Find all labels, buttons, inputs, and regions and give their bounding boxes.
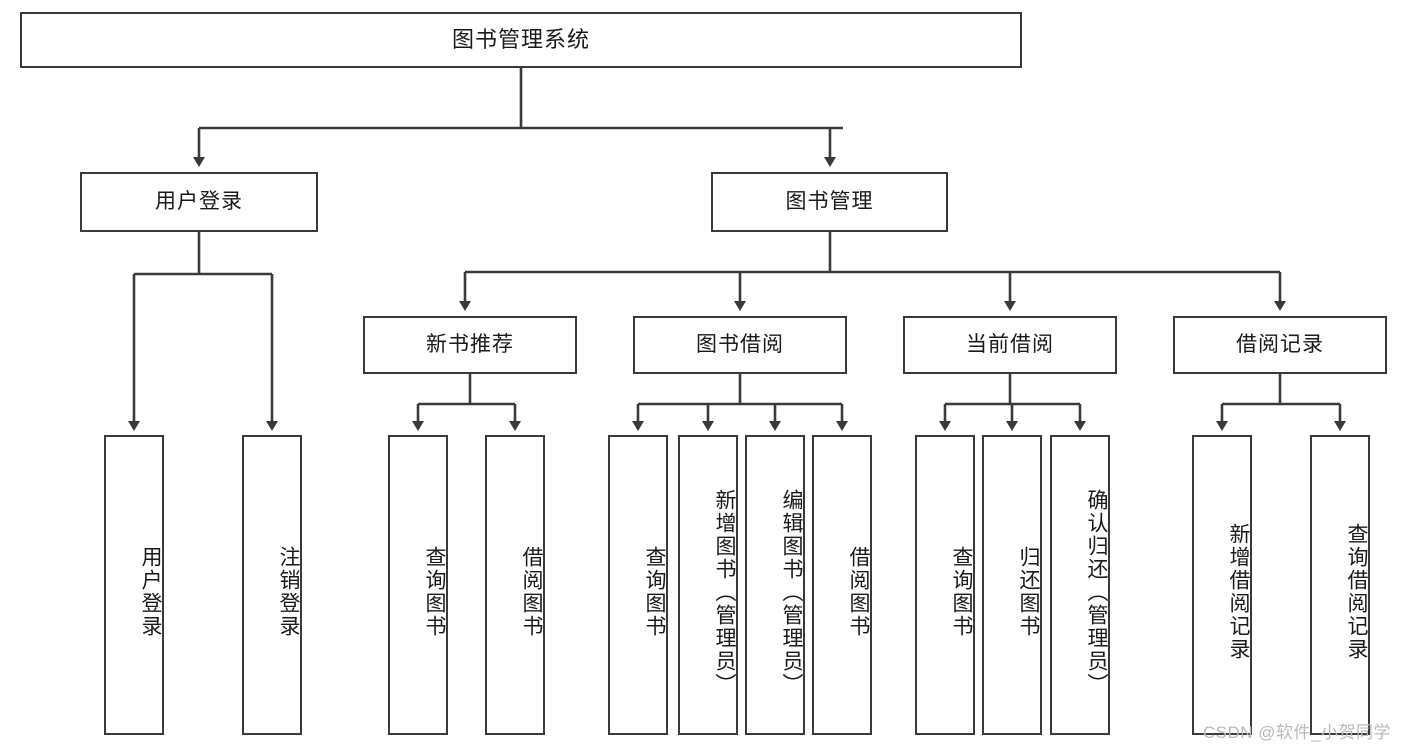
node-leaf-borrow-edit[interactable]: 编辑图书（管理员） bbox=[745, 435, 805, 735]
node-leaf-rec-add[interactable]: 新增借阅记录 bbox=[1192, 435, 1252, 735]
node-new-book-rec[interactable]: 新书推荐 bbox=[363, 316, 577, 374]
node-leaf-user-login[interactable]: 用户登录 bbox=[104, 435, 164, 735]
node-leaf-rec-query-record[interactable]: 查询借阅记录 bbox=[1310, 435, 1370, 735]
node-leaf-borrow-do[interactable]: 借阅图书 bbox=[812, 435, 872, 735]
node-leaf-borrow-query[interactable]: 查询图书 bbox=[608, 435, 668, 735]
node-book-manage[interactable]: 图书管理 bbox=[711, 172, 948, 232]
node-leaf-cur-query[interactable]: 查询图书 bbox=[915, 435, 975, 735]
csdn-watermark: CSDN @软件_小贺同学 bbox=[1202, 723, 1391, 742]
node-borrow-record[interactable]: 借阅记录 bbox=[1173, 316, 1387, 374]
node-leaf-logout[interactable]: 注销登录 bbox=[242, 435, 302, 735]
node-leaf-borrow-add[interactable]: 新增图书（管理员） bbox=[678, 435, 738, 735]
node-leaf-rec-query[interactable]: 查询图书 bbox=[388, 435, 448, 735]
node-current-borrow[interactable]: 当前借阅 bbox=[903, 316, 1117, 374]
node-user-login[interactable]: 用户登录 bbox=[80, 172, 318, 232]
node-root[interactable]: 图书管理系统 bbox=[20, 12, 1022, 68]
node-book-borrow[interactable]: 图书借阅 bbox=[633, 316, 847, 374]
node-leaf-rec-borrow[interactable]: 借阅图书 bbox=[485, 435, 545, 735]
node-leaf-cur-return[interactable]: 归还图书 bbox=[982, 435, 1042, 735]
node-leaf-cur-confirm[interactable]: 确认归还（管理员） bbox=[1050, 435, 1110, 735]
